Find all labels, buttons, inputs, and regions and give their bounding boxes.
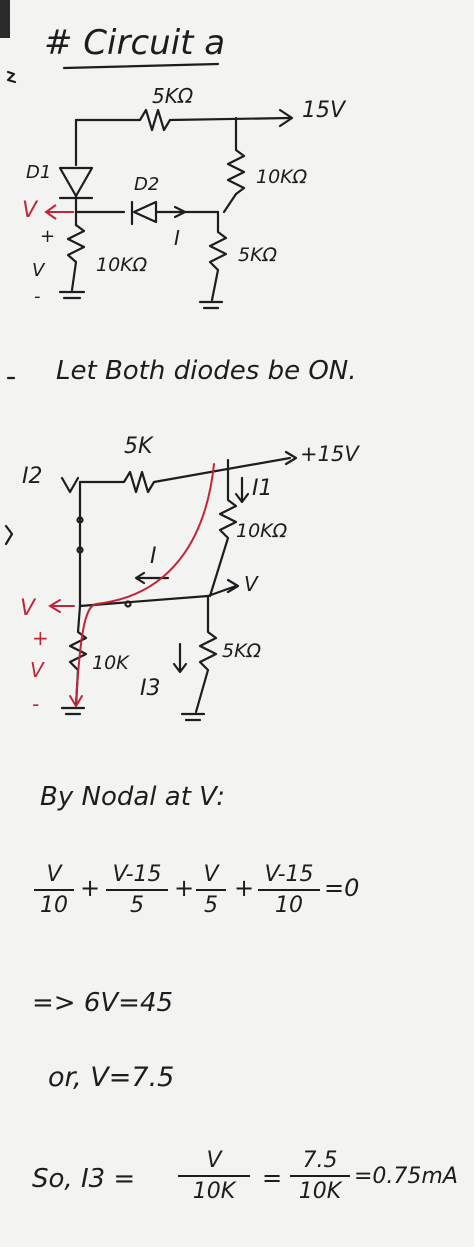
final-eq-sign: = (262, 1164, 283, 1192)
c2-v-red2-label: V (30, 658, 44, 682)
final-frac-1: V 10K (178, 1148, 250, 1204)
c2-r-right-label: 10KΩ (236, 520, 288, 542)
c1-r-right-label: 10KΩ (256, 166, 308, 188)
eq-plus-1: + (80, 874, 101, 902)
step-2: or, V=7.5 (48, 1062, 175, 1093)
c2-minus-label: - (32, 692, 40, 716)
c1-plus-label: + (40, 226, 56, 247)
page-title: # Circuit a (44, 23, 226, 63)
final-result: =0.75mA (354, 1164, 458, 1189)
eq-term-3-num: V (203, 862, 219, 887)
c2-i1-label: I1 (252, 476, 273, 501)
c1-current-label: I (174, 226, 180, 250)
eq-term-2-num: V-15 (112, 862, 162, 887)
c2-v-red-label: V (20, 596, 36, 621)
c1-r-top-label: 5KΩ (152, 84, 194, 108)
eq-plus-2: + (174, 874, 195, 902)
c1-supply-label: 15V (302, 98, 346, 123)
c1-r-left-label: 10KΩ (96, 254, 148, 276)
c1-d2-label: D2 (134, 174, 160, 195)
c2-plus-label: + (32, 626, 49, 650)
eq-term-2: V-15 5 (106, 862, 168, 918)
c2-i2-label: I2 (22, 464, 43, 489)
final-frac-2-num: 7.5 (302, 1148, 338, 1173)
c2-r-low-label: 5KΩ (222, 640, 262, 662)
c1-minus-label: - (34, 286, 41, 307)
nodal-heading: By Nodal at V: (40, 782, 226, 812)
eq-term-3-den: 5 (204, 893, 218, 918)
assumption-text: Let Both diodes be ON. (56, 356, 357, 386)
eq-term-1-num: V (46, 862, 62, 887)
c1-r-right-low-label: 5KΩ (238, 244, 278, 266)
c1-d1-label: D1 (26, 162, 52, 183)
final-frac-1-den: 10K (192, 1179, 236, 1204)
eq-term-1-den: 10 (40, 893, 68, 918)
c1-v-mid-label: V (32, 260, 45, 281)
eq-term-4-den: 10 (275, 893, 303, 918)
eq-plus-3: + (234, 874, 255, 902)
c1-v-red-label: V (22, 198, 38, 223)
c2-i3-label: I3 (140, 676, 161, 701)
c2-r-top-label: 5K (124, 434, 153, 459)
final-frac-2-den: 10K (298, 1179, 342, 1204)
c2-supply-label: +15V (300, 442, 359, 466)
page-edge-shadow (0, 0, 10, 38)
eq-term-4: V-15 10 (258, 862, 320, 918)
final-frac-1-num: V (206, 1148, 222, 1173)
eq-term-4-num: V-15 (264, 862, 314, 887)
eq-term-2-den: 5 (130, 893, 144, 918)
final-prefix: So, I3 = (32, 1164, 136, 1194)
final-frac-2: 7.5 10K (290, 1148, 350, 1204)
step-1: => 6V=45 (32, 988, 174, 1018)
eq-term-3: V 5 (196, 862, 226, 918)
c2-v-node-label: V (244, 572, 258, 596)
eq-term-1: V 10 (34, 862, 74, 918)
eq-rhs: =0 (324, 874, 360, 902)
c2-current-label: I (150, 544, 157, 569)
c2-r-left-label: 10K (92, 652, 129, 674)
